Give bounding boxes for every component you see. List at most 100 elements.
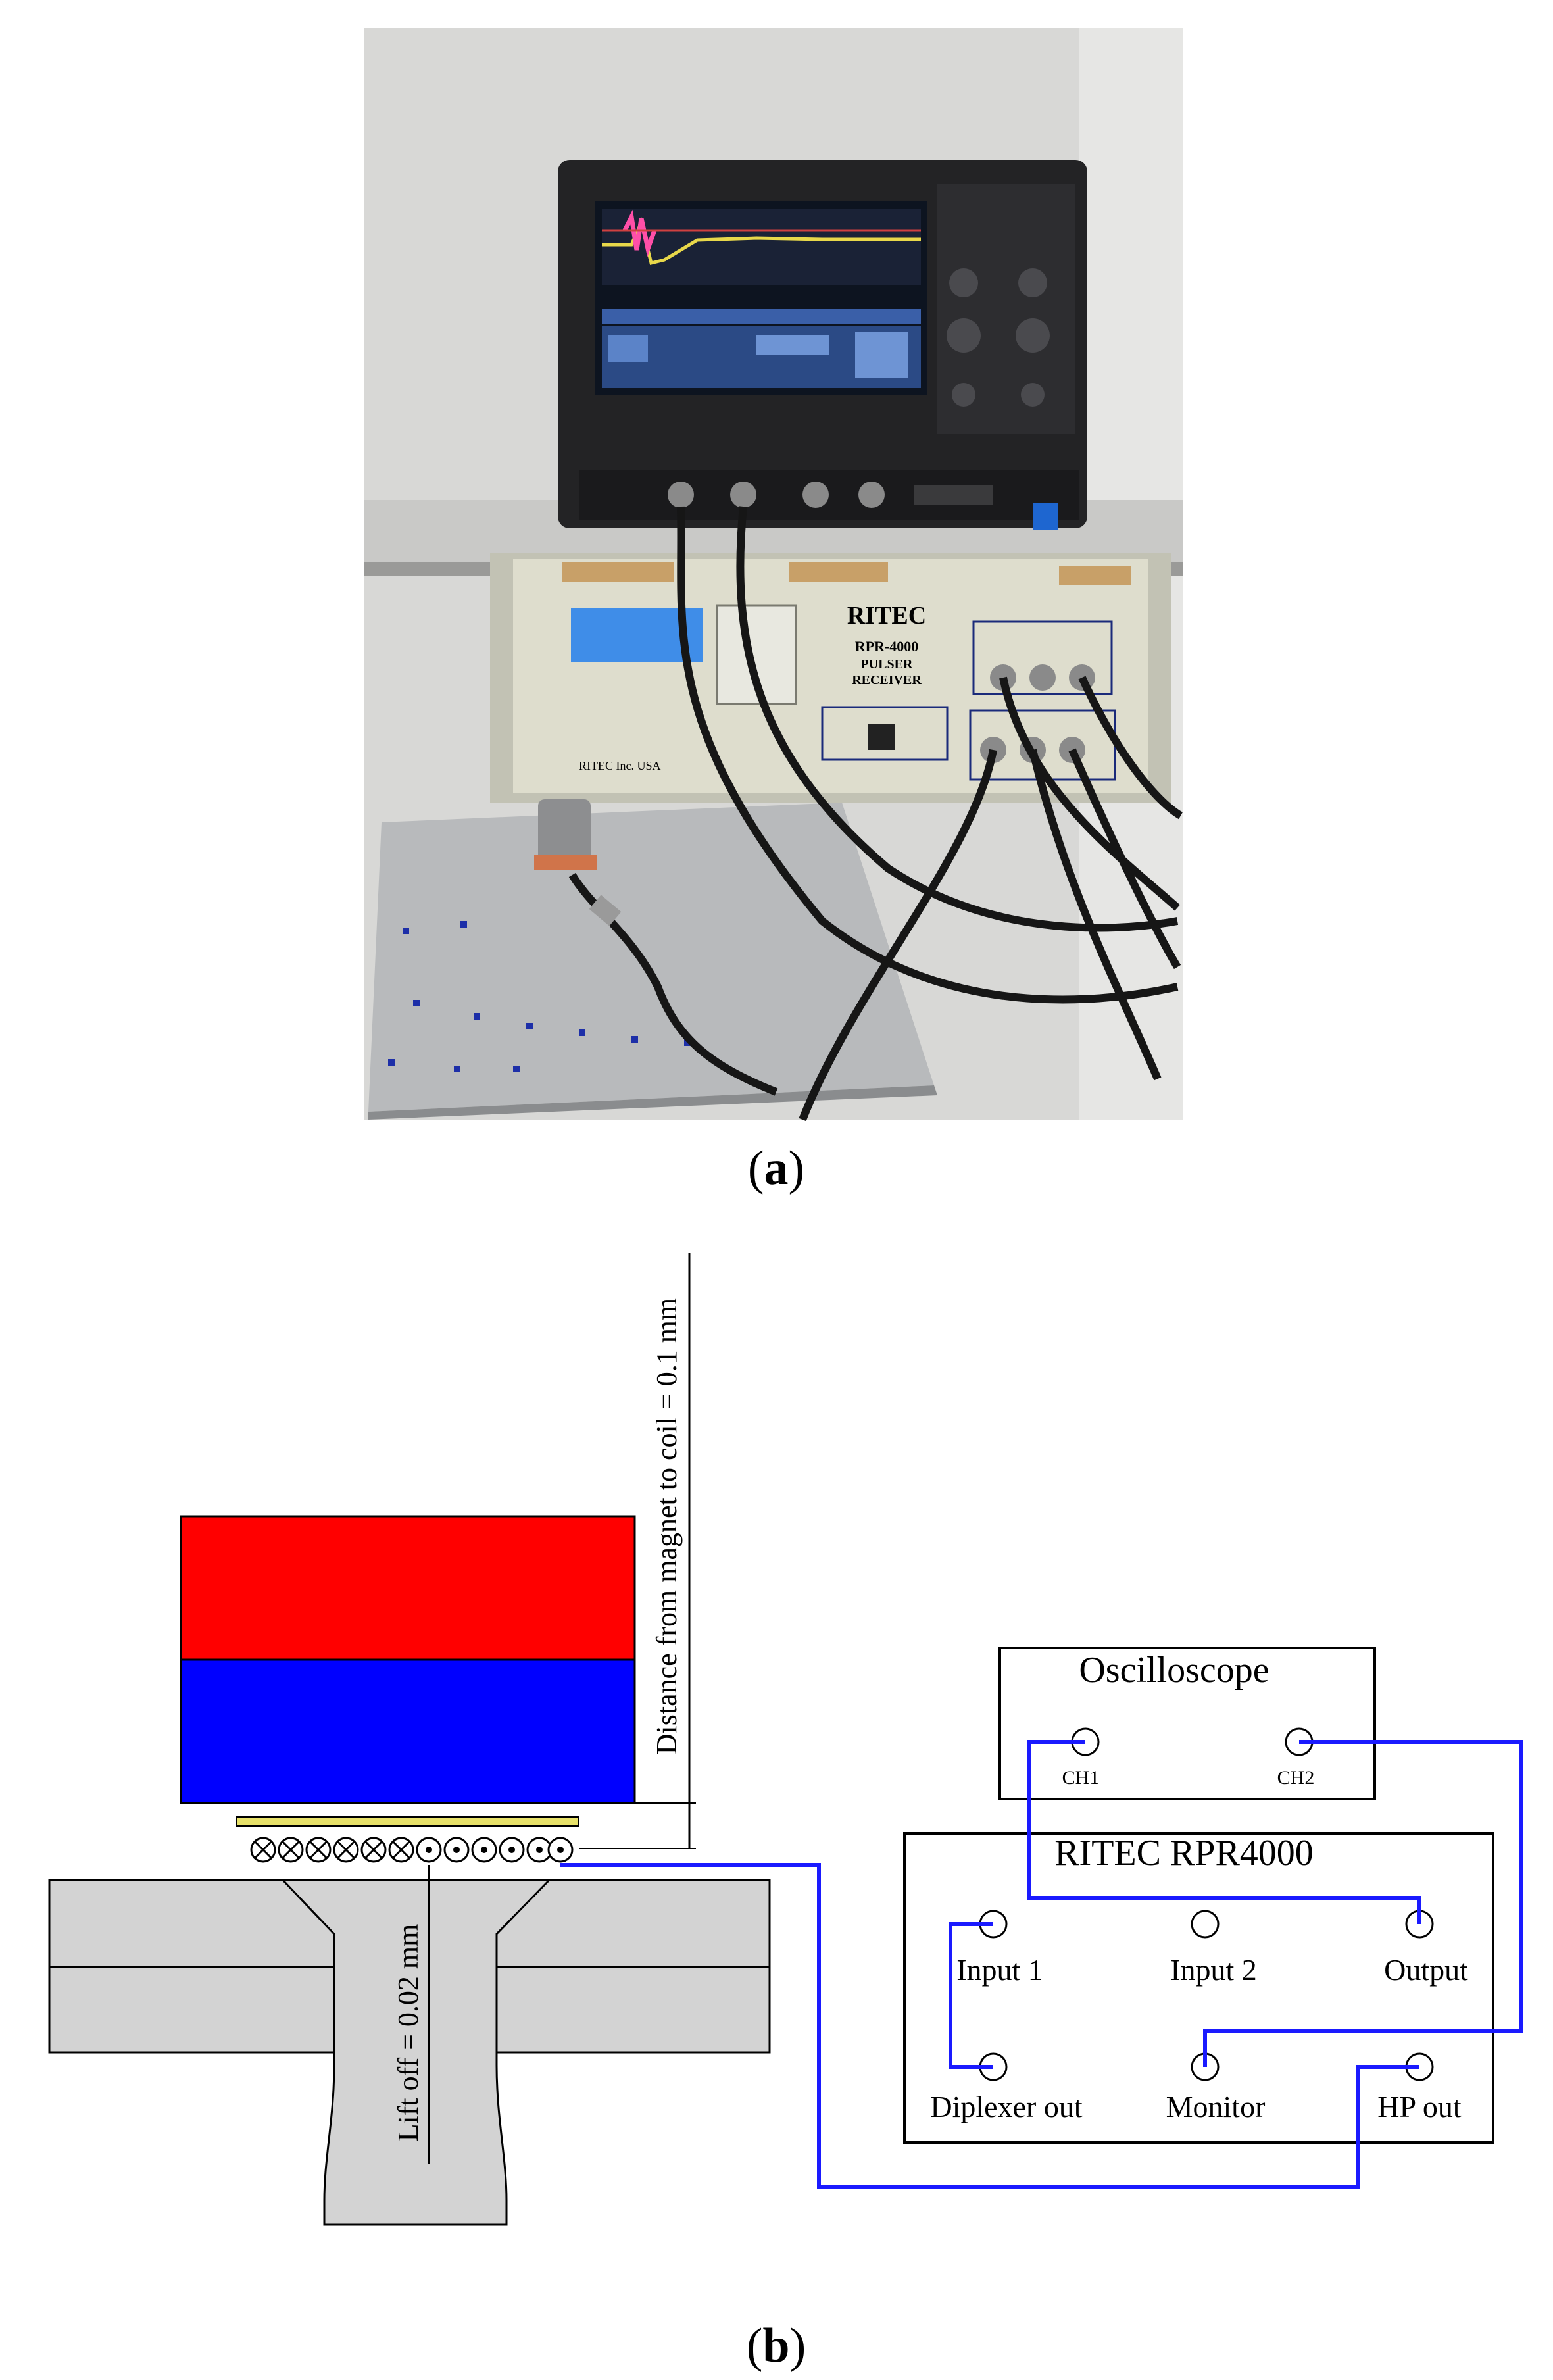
coil-wire-out-4-dot: [508, 1847, 515, 1853]
scope-channel-3-connector: [802, 482, 829, 508]
cable-3: [999, 676, 1180, 911]
test-plate: [368, 803, 934, 1112]
scope-trace-pink: [622, 209, 657, 257]
scope-menu-box-3: [855, 332, 908, 378]
wiring: [560, 1740, 1523, 2189]
coil-wire-into-6-mark: [392, 1841, 410, 1859]
photo-coil-pad: [534, 855, 597, 870]
marker: [474, 1013, 480, 1020]
ritec-box: [903, 1832, 1494, 2144]
scope-knob-1: [949, 268, 978, 297]
coil-wire-into-3-mark: [309, 1841, 328, 1859]
input2-label: Input 2: [1170, 1953, 1257, 1987]
probe-connector: [589, 895, 622, 926]
caption-b-letter: b: [762, 2319, 789, 2373]
scope-usb-stick: [1033, 503, 1058, 530]
rivet-head-outline: [282, 1879, 551, 2052]
marker: [413, 1000, 420, 1006]
ritec-switch: [868, 724, 895, 750]
test-plate-edge: [368, 1085, 937, 1120]
cable-1: [677, 506, 1179, 1004]
input2-port: [1191, 1910, 1220, 1939]
scope-menu-box-2: [756, 335, 829, 355]
liftoff-label: Lift off = 0.02 mm: [392, 1924, 424, 2142]
coil-wire-into-5-mark: [364, 1841, 383, 1859]
marker: [579, 1029, 585, 1036]
magnet-south: [180, 1658, 636, 1804]
scope-menu-box-1: [608, 335, 648, 362]
scope-channel-2-connector: [730, 482, 756, 508]
marker: [388, 1059, 395, 1066]
caption-a: (a): [748, 1141, 804, 1195]
ritec-tape-2: [789, 562, 888, 582]
wire-ch2-to-monitor: [1203, 1740, 1523, 2067]
ch2-label: CH2: [1277, 1767, 1315, 1789]
input1-label: Input 1: [956, 1953, 1043, 1987]
cable-5: [799, 749, 997, 1122]
scope-knob-5: [952, 383, 975, 407]
ritec-title: RITEC RPR4000: [1054, 1833, 1314, 1873]
coil-wires: [250, 1837, 574, 1863]
magnet-north: [180, 1515, 636, 1661]
coil-backing-layer: [236, 1816, 579, 1827]
marker: [631, 1036, 638, 1043]
oscilloscope-box: [998, 1647, 1376, 1800]
coil-wire-out-2-dot: [453, 1847, 460, 1853]
output-label: Output: [1384, 1953, 1468, 1987]
ritec-line2: RECEIVER: [852, 673, 922, 687]
coil-wire-out-3-dot: [481, 1847, 487, 1853]
ritec-connector-2: [1029, 664, 1056, 691]
coil-wire-into: [250, 1837, 414, 1863]
coil-wire-out-1-dot: [426, 1847, 432, 1853]
scope-usb-port: [914, 485, 993, 505]
scope-knob-2: [1018, 268, 1047, 297]
oscilloscope-screen-trace-area: [602, 209, 921, 285]
caption-b: (b): [747, 2319, 806, 2373]
wire-coil-to-hp-out: [560, 1863, 1419, 2189]
coil-wire-out-6-dot: [557, 1847, 564, 1853]
caption-a-close: ): [789, 1141, 805, 1195]
scope-channel-4-connector: [858, 482, 885, 508]
coil-wire-into-1-mark: [254, 1841, 272, 1859]
marker: [526, 1023, 533, 1029]
coil-wire-into-2-mark: [282, 1841, 300, 1859]
schematic-diagram: Distance from magnet to coil = 0.1 mm: [48, 1253, 1523, 2226]
photo-magnet: [538, 799, 591, 862]
diplexer-out-label: Diplexer out: [930, 2090, 1082, 2123]
ritec-brand: RITEC: [847, 602, 926, 630]
wire-ch1-to-output: [1027, 1740, 1421, 1924]
hp-out-label: HP out: [1377, 2090, 1462, 2123]
ritec-model: RPR-4000: [855, 638, 919, 655]
marker: [403, 928, 409, 934]
marker: [454, 1066, 460, 1072]
coil-wire-out: [416, 1837, 574, 1863]
caption-a-letter: a: [764, 1141, 789, 1195]
scope-channel-1-connector: [668, 482, 694, 508]
monitor-label: Monitor: [1166, 2090, 1266, 2123]
ritec-switch-panel: [821, 706, 949, 761]
scope-knob-4: [1016, 318, 1050, 353]
oscilloscope-title: Oscilloscope: [1079, 1650, 1269, 1691]
ritec-connector-panel-top: [972, 620, 1113, 695]
caption-b-close: ): [790, 2319, 806, 2373]
coil-wire-into-4-mark: [337, 1841, 355, 1859]
cable-7: [1068, 748, 1181, 970]
ch1-label: CH1: [1062, 1767, 1100, 1789]
scope-knob-6: [1021, 383, 1045, 407]
scope-front-strip: [579, 470, 1079, 520]
marker: [460, 921, 467, 928]
cable-6: [1029, 749, 1162, 1081]
cable-4: [1078, 676, 1183, 820]
ritec-tape-3: [1059, 566, 1131, 585]
photo-setup: RITEC RPR-4000 PULSER RECEIVER RITEC Inc…: [364, 28, 1183, 1122]
marker: [513, 1066, 520, 1072]
ritec-line1: PULSER: [861, 657, 913, 672]
caption-a-open: (: [748, 1141, 764, 1195]
caption-b-open: (: [747, 2319, 763, 2373]
coil-wire-out-5-dot: [536, 1847, 543, 1853]
ritec-tape-1: [562, 562, 674, 582]
scope-menu-bar: [602, 309, 921, 324]
ritec-footer: RITEC Inc. USA: [579, 759, 661, 772]
distance-label: Distance from magnet to coil = 0.1 mm: [651, 1298, 683, 1754]
